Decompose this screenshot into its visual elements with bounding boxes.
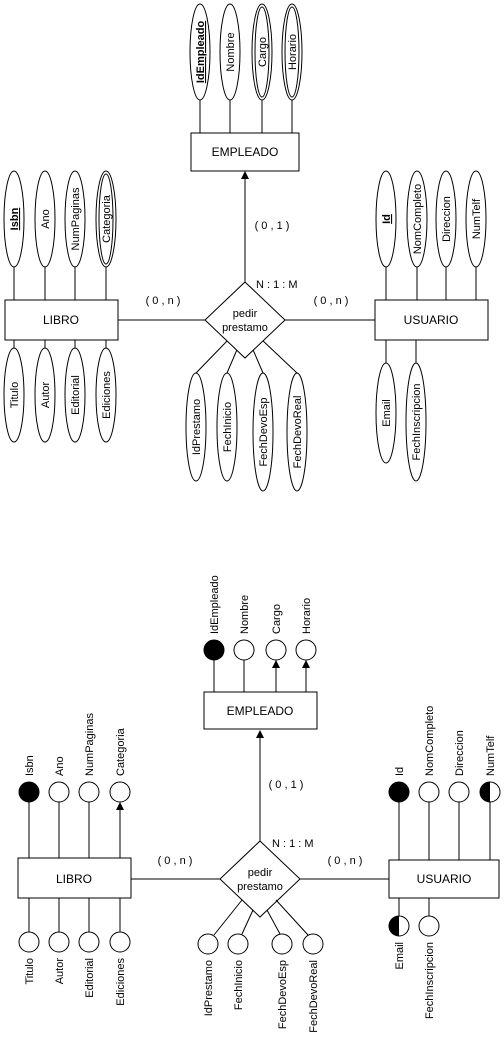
entity-libro: LIBRO: [43, 313, 79, 327]
card-usuario: ( 0 , n ): [314, 295, 349, 307]
attr-fechdevoreal-2: FechDevoReal: [308, 960, 320, 1033]
attr-nombre-2: Nombre: [239, 595, 251, 634]
attr-direccion: Direccion: [441, 196, 453, 242]
attr-idprestamo: IdPrestamo: [191, 399, 203, 455]
attr-autor-2: Autor: [54, 958, 66, 985]
attr-isbn: Isbn: [9, 207, 21, 230]
attr-fechinicio-2: FechInicio: [233, 960, 245, 1010]
attr-ano-2: Ano: [54, 756, 66, 776]
attr-ano: Ano: [40, 209, 52, 229]
attr-titulo: Titulo: [9, 382, 21, 409]
entity-usuario: USUARIO: [404, 313, 459, 327]
attr-fechdevoreal: FechDevoReal: [292, 396, 304, 469]
attr-ediciones-2: Ediciones: [115, 958, 127, 1006]
entity-usuario-2: USUARIO: [417, 872, 472, 886]
relation-name-line1: pedir: [233, 308, 258, 320]
attr-id: Id: [381, 214, 393, 224]
attr-cargo-2: Cargo: [271, 604, 283, 634]
card-usuario-2: ( 0 , n ): [328, 855, 363, 867]
attr-fechinicio: FechInicio: [222, 402, 234, 452]
attr-editorial: Editorial: [70, 375, 82, 415]
diagram-1-labels: EMPLEADO LIBRO USUARIO pedir prestamo N …: [9, 21, 483, 469]
diagram-2: [17, 639, 501, 955]
attr-categoria-2: Categoria: [115, 727, 127, 776]
attr-numtelf-2: NumTelf: [485, 735, 497, 776]
attr-horario: Horario: [287, 34, 299, 70]
card-empleado-2: ( 0 , 1 ): [269, 779, 304, 791]
attr-direccion-2: Direccion: [454, 730, 466, 776]
attr-categoria: Categoria: [101, 194, 113, 243]
attr-idprestamo-2: IdPrestamo: [203, 960, 215, 1016]
card-empleado: ( 0 , 1 ): [255, 220, 290, 232]
attr-fechdevoesp-2: FechDevoEsp: [277, 960, 289, 1029]
diagram-2-labels: EMPLEADO LIBRO USUARIO pedir prestamo N …: [24, 575, 497, 1032]
relation-name-line2: prestamo: [222, 322, 268, 334]
attr-horario-2: Horario: [301, 598, 313, 634]
attr-idempleado: IdEmpleado: [195, 21, 207, 84]
relation-ratio-2: N : 1 : M: [272, 838, 314, 850]
attr-ediciones: Ediciones: [101, 371, 113, 419]
relation-name-line1-2: pedir: [248, 867, 273, 879]
attr-email: Email: [381, 399, 393, 427]
diagram-1: [3, 3, 489, 492]
attr-nombre: Nombre: [225, 32, 237, 71]
attr-fechdevoesp: FechDevoEsp: [258, 397, 270, 466]
attr-numpaginas: NumPaginas: [70, 187, 82, 250]
attr-numpaginas-2: NumPaginas: [84, 713, 96, 776]
entity-empleado: EMPLEADO: [212, 145, 279, 159]
attr-nomcompleto: NomCompleto: [412, 184, 424, 254]
relation-ratio: N : 1 : M: [256, 279, 298, 291]
attr-email-2: Email: [394, 942, 406, 970]
attr-autor: Autor: [40, 382, 52, 409]
attr-idempleado-2: IdEmpleado: [209, 575, 221, 634]
attr-editorial-2: Editorial: [84, 958, 96, 998]
attr-isbn-2: Isbn: [24, 755, 36, 776]
attr-titulo-2: Titulo: [24, 958, 36, 985]
attr-id-2: Id: [394, 767, 406, 776]
attr-numtelf: NumTelf: [471, 198, 483, 239]
attr-fechinscripcion-2: FechInscripcion: [424, 942, 436, 1019]
attr-cargo: Cargo: [257, 37, 269, 67]
card-libro-2: ( 0 , n ): [158, 855, 193, 867]
relation-name-line2-2: prestamo: [237, 881, 283, 893]
entity-empleado-2: EMPLEADO: [227, 704, 294, 718]
attr-nomcompleto-2: NomCompleto: [424, 706, 436, 776]
entity-libro-2: LIBRO: [56, 872, 92, 886]
attr-fechinscripcion: FechInscripcion: [411, 383, 423, 460]
card-libro: ( 0 , n ): [146, 295, 181, 307]
